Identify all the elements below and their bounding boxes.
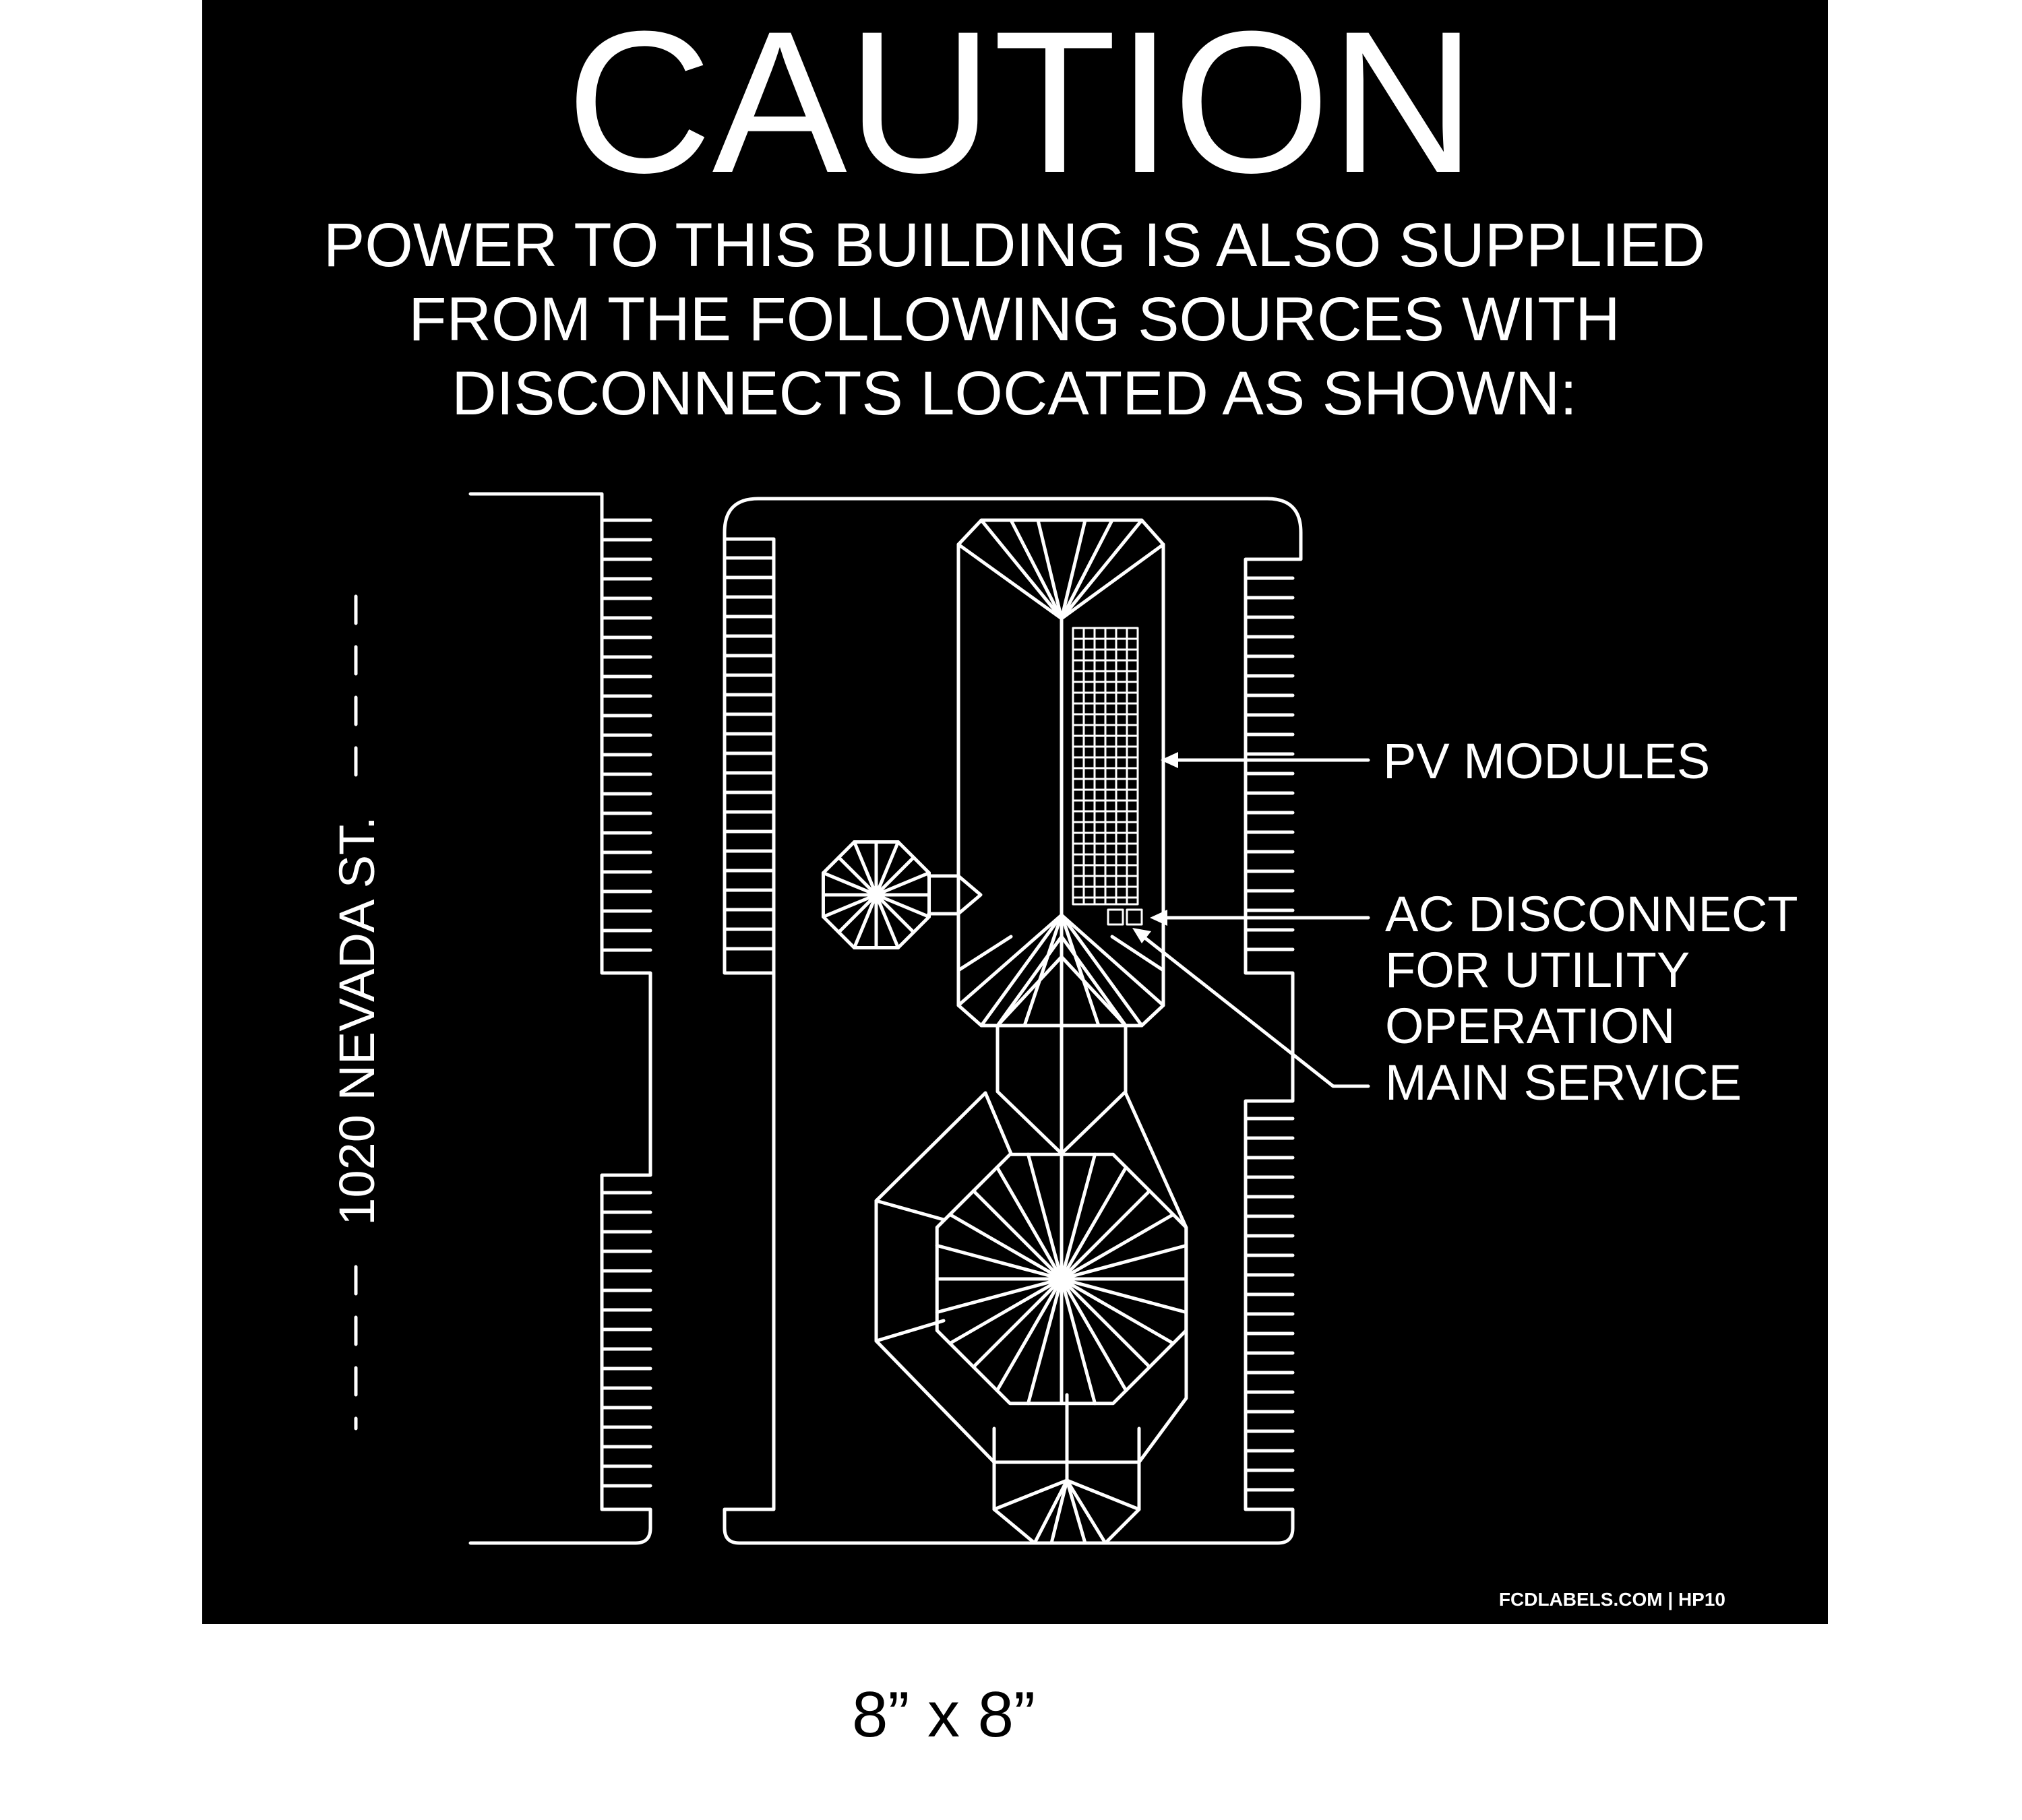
roof-connector: [995, 955, 1128, 1156]
roof-south-hips: [956, 913, 1165, 1028]
roof-south-entry: [992, 1393, 1141, 1545]
leader-main-service: [1132, 928, 1370, 1088]
pv-modules-array: [1072, 627, 1139, 906]
octagon-spoke: [874, 893, 931, 919]
octagon-outline: [935, 1152, 1188, 1406]
ac-disconnect-box: [1107, 908, 1143, 926]
octagon-spoke: [821, 893, 878, 919]
octagon-spoke: [1060, 1277, 1128, 1393]
size-label: 8” x 8”: [851, 1678, 1036, 1751]
octagon-spoke: [935, 1277, 1064, 1315]
leader-pv-modules: [1161, 752, 1370, 768]
octagon-spoke: [874, 893, 900, 950]
octagon-spoke: [948, 1212, 1064, 1281]
octagon-spoke: [836, 855, 878, 897]
message-line-3: DISCONNECTS LOCATED AS SHOWN:: [452, 359, 1577, 428]
octagon-spoke: [821, 871, 878, 897]
octagon-spoke: [1060, 1277, 1188, 1315]
hatch-left-bottom: [600, 1191, 652, 1488]
label-ac-disconnect-line-3: OPERATION: [1385, 998, 1675, 1054]
octagon-spoke: [836, 893, 878, 935]
caution-sign: [202, 0, 1828, 1624]
octagon-spoke: [1060, 1277, 1175, 1346]
octagon-spoke: [995, 1277, 1064, 1393]
sign-heading: CAUTION: [566, 0, 1476, 215]
octagon-spoke: [1060, 1277, 1097, 1406]
lot-outline: [723, 497, 1303, 1545]
leader-ac-disconnect: [1150, 910, 1370, 926]
hatch-lot-right-bottom: [1244, 1117, 1295, 1492]
octagon-spoke: [1060, 1277, 1152, 1369]
label-main-service: MAIN SERVICE: [1385, 1055, 1742, 1110]
hatch-lot-left: [723, 556, 776, 951]
octagon-spoke: [971, 1189, 1064, 1281]
octagon-spoke: [874, 893, 916, 935]
roof-octagon-west: [821, 840, 983, 950]
label-ac-disconnect-line-2: FOR UTILITY: [1385, 942, 1690, 998]
street-label: 1020 NEVADA ST.: [329, 816, 385, 1225]
hatch-lot-right-top: [1244, 576, 1295, 951]
octagon-spoke: [935, 1243, 1064, 1281]
label-ac-disconnect-line-1: AC DISCONNECT: [1385, 886, 1798, 942]
octagon-spoke: [995, 1165, 1064, 1281]
octagon-spoke: [1060, 1212, 1175, 1281]
octagon-spoke: [852, 840, 878, 897]
octagon-spoke: [971, 1277, 1064, 1369]
octagon-spoke: [1060, 1152, 1097, 1281]
octagon-spoke: [1026, 1277, 1064, 1406]
octagon-spoke: [874, 840, 900, 897]
roof-octagon-south: [874, 1091, 1188, 1464]
label-pv-modules: PV MODULES: [1383, 733, 1710, 789]
left-boundary: [468, 492, 652, 1545]
octagon-spoke: [874, 871, 931, 897]
octagon-spoke: [1060, 1189, 1152, 1281]
octagon-spoke: [874, 855, 916, 897]
octagon-spoke: [1060, 1243, 1188, 1281]
message-line-1: POWER TO THIS BUILDING IS ALSO SUPPLIED: [324, 211, 1705, 280]
message-line-2: FROM THE FOLLOWING SOURCES WITH: [408, 285, 1620, 354]
octagon-spoke: [852, 893, 878, 950]
sign-footer: FCDLABELS.COM | HP10: [1499, 1589, 1725, 1610]
octagon-spoke: [1060, 1165, 1128, 1281]
octagon-spoke: [948, 1277, 1064, 1346]
hatch-left-top: [600, 518, 652, 952]
octagon-spoke: [1026, 1152, 1064, 1281]
